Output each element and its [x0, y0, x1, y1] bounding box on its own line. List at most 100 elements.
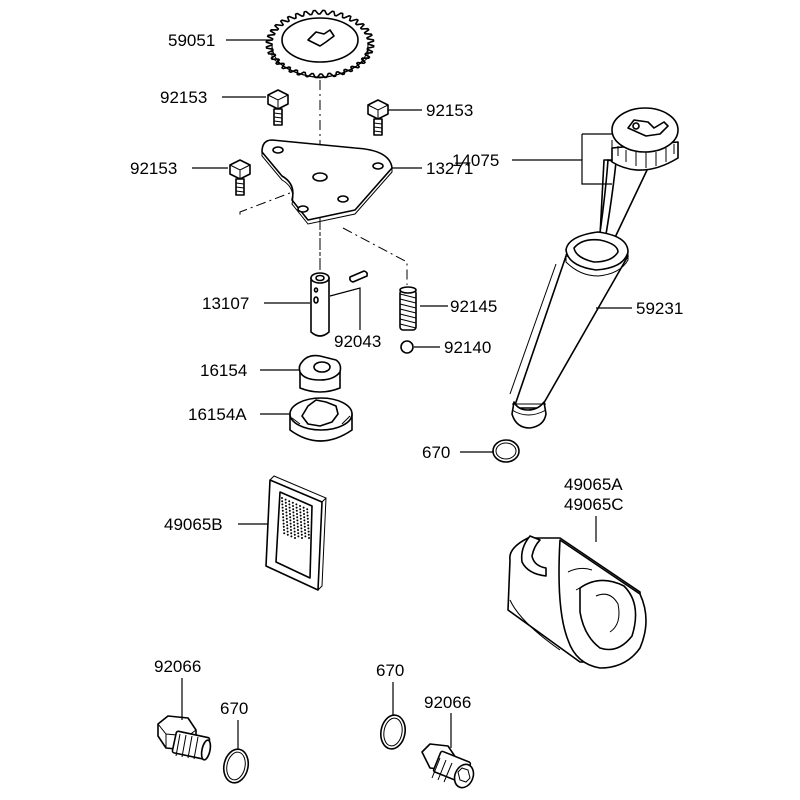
label-92153-c[interactable]: 92153 — [130, 159, 177, 178]
mesh-dot — [296, 525, 299, 528]
label-92066-b[interactable]: 92066 — [424, 693, 471, 712]
label-670-a[interactable]: 670 — [422, 443, 450, 462]
rotor-16154A-part — [289, 397, 353, 442]
mesh-dot — [307, 530, 310, 533]
tube-59231-part — [509, 231, 629, 429]
label-92153-a[interactable]: 92153 — [160, 88, 207, 107]
label-92043[interactable]: 92043 — [334, 332, 381, 351]
mesh-dot — [295, 506, 298, 509]
mesh-dot — [300, 524, 303, 527]
mesh-dot — [295, 503, 298, 506]
mesh-dot — [293, 533, 296, 536]
label-92153-b[interactable]: 92153 — [426, 101, 473, 120]
bolt-92153-a-part — [267, 89, 289, 126]
mesh-dot — [304, 532, 307, 535]
mesh-dot — [293, 530, 296, 533]
gear-side — [271, 44, 369, 78]
label-59051[interactable]: 59051 — [168, 31, 215, 50]
label-92145[interactable]: 92145 — [450, 297, 497, 316]
mesh-dot — [296, 516, 299, 519]
label-13107[interactable]: 13107 — [202, 294, 249, 313]
mesh-dot — [299, 514, 302, 517]
rotor-16154-part — [298, 354, 342, 393]
mesh-dot — [299, 508, 302, 511]
mesh-dot — [300, 527, 303, 530]
mesh-dot — [286, 527, 289, 530]
mesh-dot — [294, 537, 296, 539]
dipstick-14075-part — [597, 107, 679, 249]
label-670-b[interactable]: 670 — [220, 699, 248, 718]
mesh-dot — [283, 532, 286, 535]
gear-59051-part — [265, 9, 375, 79]
mesh-dot — [297, 535, 300, 538]
mesh-dot — [293, 524, 296, 527]
pin-92043-part — [349, 270, 368, 283]
mesh-dot — [283, 529, 285, 531]
mesh-dot — [299, 517, 302, 520]
mesh-dot — [307, 524, 310, 527]
label-92066-a[interactable]: 92066 — [154, 657, 201, 676]
mesh-dot — [303, 513, 305, 515]
mesh-dot — [306, 517, 309, 520]
mesh-dot — [288, 509, 291, 512]
mesh-dot — [303, 519, 306, 522]
mesh-dot — [295, 509, 298, 512]
mesh-dot — [292, 508, 295, 511]
ball-92140-part — [400, 340, 414, 354]
mesh-dot — [296, 513, 298, 515]
mesh-dot — [292, 505, 294, 507]
mesh-dot — [293, 527, 296, 530]
mesh-dot — [288, 500, 291, 503]
leader-lines — [181, 39, 632, 750]
mesh-dot — [284, 501, 287, 504]
label-49065B[interactable]: 49065B — [164, 515, 223, 534]
labels: 59051 92153 92153 92153 13271 14075 1310… — [130, 31, 683, 718]
mesh-dot — [286, 533, 289, 536]
mesh-dot — [306, 514, 309, 517]
label-49065A[interactable]: 49065A — [564, 475, 623, 494]
oring-670-a-part — [492, 439, 520, 463]
mesh-dot — [289, 522, 292, 525]
mesh-dot — [306, 508, 309, 511]
plug-92066-a-part — [157, 715, 212, 761]
mesh-dot — [281, 503, 284, 506]
label-670-c[interactable]: 670 — [376, 661, 404, 680]
mesh-dot — [300, 530, 303, 533]
label-13271[interactable]: 13271 — [426, 159, 473, 178]
mesh-dot — [302, 506, 305, 509]
mesh-dot — [296, 519, 299, 522]
mesh-dot — [285, 517, 288, 520]
mesh-dot — [303, 522, 306, 525]
mesh-dot — [281, 497, 283, 499]
mesh-dot — [289, 519, 292, 522]
mesh-dot — [288, 503, 291, 506]
mesh-dot — [284, 498, 287, 501]
mesh-dot — [282, 522, 285, 525]
plate-13271-part — [261, 139, 393, 225]
oring-670-c-part — [380, 714, 406, 750]
bolt-92153-b-part — [367, 99, 389, 136]
mesh-dot — [297, 529, 299, 531]
mesh-dot — [285, 514, 288, 517]
label-92140[interactable]: 92140 — [444, 338, 491, 357]
mesh-dot — [286, 521, 288, 523]
mesh-dot — [281, 506, 284, 509]
label-59231[interactable]: 59231 — [636, 299, 683, 318]
mesh-dot — [300, 533, 303, 536]
label-16154[interactable]: 16154 — [200, 361, 247, 380]
mesh-dot — [291, 501, 294, 504]
mesh-dot — [307, 521, 309, 523]
label-49065C[interactable]: 49065C — [564, 495, 624, 514]
mesh-dot — [290, 535, 293, 538]
mesh-dot — [282, 525, 285, 528]
oil-filter-49065A-part — [507, 535, 647, 669]
mesh-dot — [292, 514, 295, 517]
mesh-dot — [292, 517, 295, 520]
spring-92145-part — [399, 286, 417, 331]
mesh-dot — [285, 511, 288, 514]
label-14075[interactable]: 14075 — [452, 151, 499, 170]
mesh-dot — [289, 516, 292, 519]
label-16154A[interactable]: 16154A — [188, 405, 247, 424]
shaft-13107-part — [310, 272, 330, 337]
